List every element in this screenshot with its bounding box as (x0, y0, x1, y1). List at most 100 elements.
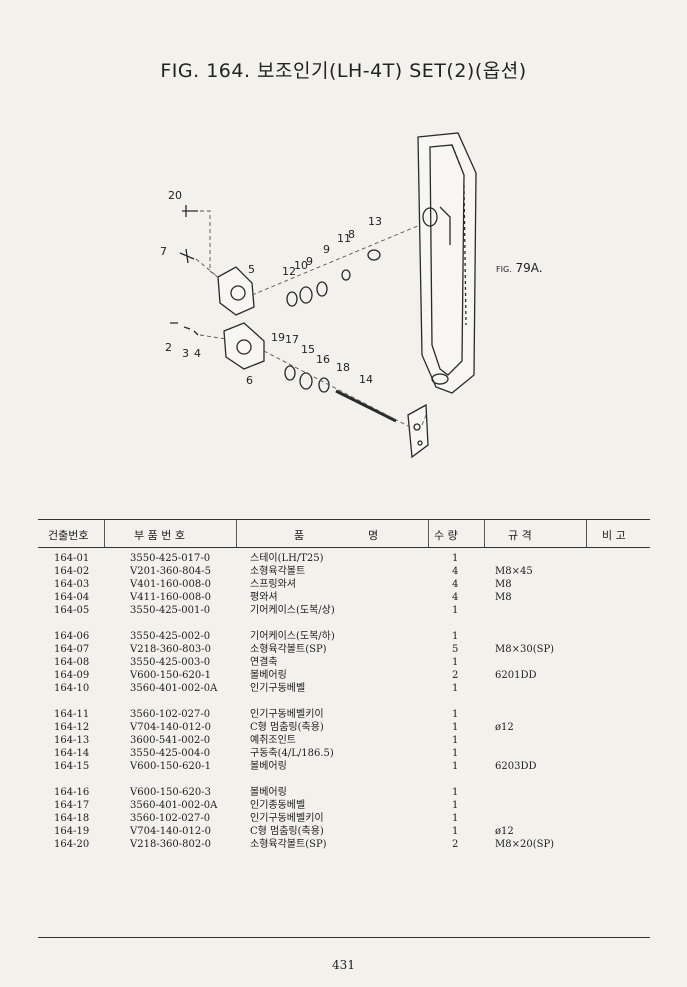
spec-cell: M8×20(SP) (495, 839, 555, 850)
part-name-cell: 기어케이스(도복/하) (250, 631, 335, 642)
callout-18: 18 (336, 361, 350, 374)
part-number-cell: V218-360-803-0 (130, 644, 211, 655)
spec-cell: ø12 (495, 826, 514, 837)
part-number-cell: V600-150-620-1 (130, 670, 211, 681)
item-no-cell: 164-03 (54, 579, 90, 590)
page-number: 431 (332, 958, 355, 972)
callout-4: 4 (194, 347, 201, 360)
part-name-cell: 볼베어링 (250, 787, 287, 798)
quantity-cell: 1 (452, 722, 459, 733)
callout-2: 2 (165, 341, 172, 354)
item-no-cell: 164-16 (54, 787, 90, 798)
part-number-cell: V411-160-008-0 (130, 592, 211, 603)
part-name-cell: 볼베어링 (250, 761, 287, 772)
item-no-cell: 164-12 (54, 722, 90, 733)
part-number-cell: V600-150-620-1 (130, 761, 211, 772)
item-no-cell: 164-19 (54, 826, 90, 837)
quantity-cell: 2 (452, 670, 459, 681)
figure-reference-prefix: FIG. (496, 265, 512, 274)
item-no-cell: 164-01 (54, 553, 90, 564)
header-remarks: 비 고 (602, 529, 626, 542)
item-no-cell: 164-05 (54, 605, 90, 616)
figure-reference: FIG. 79A. (496, 261, 543, 275)
item-no-cell: 164-15 (54, 761, 90, 772)
part-number-cell: V401-160-008-0 (130, 579, 211, 590)
callout-14: 14 (359, 373, 373, 386)
part-number-cell: 3560-401-002-0A (130, 800, 218, 811)
part-name-cell: 인기구동베벨 (250, 683, 306, 694)
callout-10: 10 (294, 259, 308, 272)
part-number-cell: V218-360-802-0 (130, 839, 211, 850)
item-no-cell: 164-06 (54, 631, 90, 642)
callout-17: 17 (285, 333, 299, 346)
quantity-cell: 1 (452, 813, 459, 824)
callout-3: 3 (182, 347, 189, 360)
part-number-cell: V201-360-804-5 (130, 566, 211, 577)
part-name-cell: 연결축 (250, 657, 278, 668)
callout-16: 16 (316, 353, 330, 366)
item-no-cell: 164-08 (54, 657, 90, 668)
spec-cell: M8 (495, 592, 512, 603)
part-name-cell: 스테이(LH/T25) (250, 553, 324, 564)
quantity-cell: 1 (452, 735, 459, 746)
spec-cell: ø12 (495, 722, 514, 733)
callout-19: 19 (271, 331, 285, 344)
part-number-cell: V600-150-620-3 (130, 787, 211, 798)
bottom-divider (38, 937, 650, 938)
part-name-cell: 소형육각볼트 (250, 566, 306, 577)
callout-9a: 9 (306, 255, 313, 268)
item-no-cell: 164-13 (54, 735, 90, 746)
part-number-cell: 3550-425-017-0 (130, 553, 211, 564)
quantity-cell: 5 (452, 644, 459, 655)
item-no-cell: 164-18 (54, 813, 90, 824)
header-quantity: 수 량 (434, 529, 458, 542)
quantity-cell: 1 (452, 605, 459, 616)
item-no-cell: 164-10 (54, 683, 90, 694)
part-name-cell: 평와셔 (250, 592, 278, 603)
table-header: 건출번호 부 품 번 호 품 명 수 량 규 격 비 고 (38, 519, 650, 548)
callout-13: 13 (368, 215, 382, 228)
figure-reference-number: 79A. (515, 261, 543, 275)
part-number-cell: 3600-541-002-0 (130, 735, 211, 746)
callout-6: 6 (246, 374, 253, 387)
part-number-cell: 3560-102-027-0 (130, 813, 211, 824)
callout-9b: 9 (323, 243, 330, 256)
item-no-cell: 164-09 (54, 670, 90, 681)
quantity-cell: 1 (452, 748, 459, 759)
quantity-cell: 4 (452, 579, 459, 590)
part-name-cell: 구동축(4/L/186.5) (250, 748, 334, 759)
part-name-cell: 스프링와셔 (250, 579, 296, 590)
quantity-cell: 1 (452, 631, 459, 642)
part-number-cell: 3550-425-004-0 (130, 748, 211, 759)
part-name-cell: 인기구동베벨키이 (250, 813, 324, 824)
quantity-cell: 1 (452, 826, 459, 837)
callout-20: 20 (168, 189, 182, 202)
part-name-cell: C형 멈춤링(축용) (250, 722, 324, 733)
part-name-cell: 인기구동베벨키이 (250, 709, 324, 720)
table-row: 164-06 3550-425-002-0 기어케이스(도복/하) 1 (38, 630, 650, 643)
item-no-cell: 164-11 (54, 709, 90, 720)
spec-cell: M8 (495, 579, 512, 590)
part-name-cell: C형 멈춤링(축용) (250, 826, 324, 837)
item-no-cell: 164-17 (54, 800, 90, 811)
part-name-cell: 인기종동베벨 (250, 800, 306, 811)
part-number-cell: 3560-401-002-0A (130, 683, 218, 694)
part-number-cell: 3550-425-002-0 (130, 631, 211, 642)
callout-5: 5 (248, 263, 255, 276)
part-name-cell: 기어케이스(도복/상) (250, 605, 335, 616)
part-name-cell: 볼베어링 (250, 670, 287, 681)
quantity-cell: 1 (452, 657, 459, 668)
spec-cell: M8×30(SP) (495, 644, 555, 655)
